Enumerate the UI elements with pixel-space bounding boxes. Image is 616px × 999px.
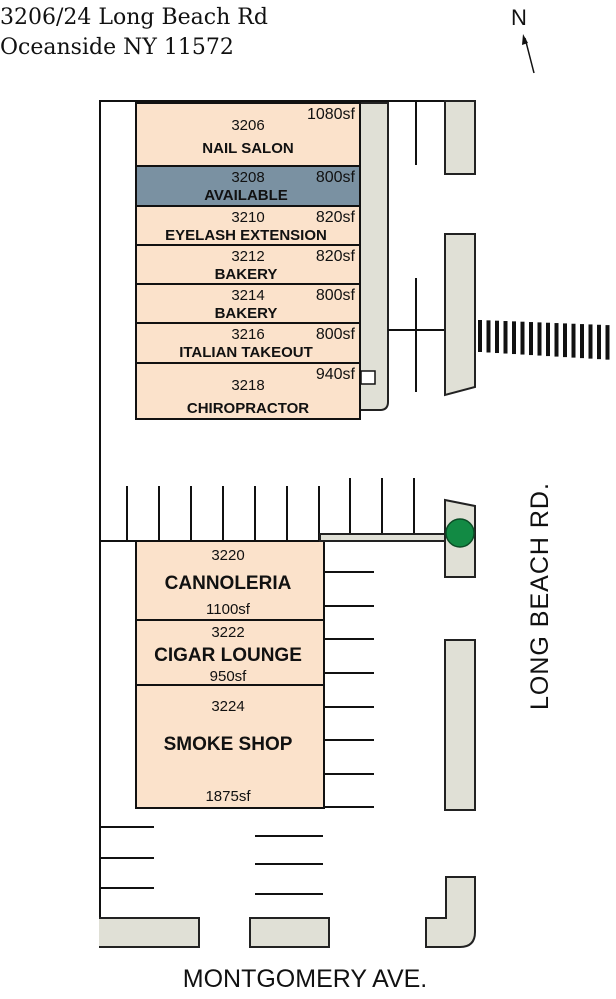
island-se bbox=[425, 876, 476, 948]
unit-number: 3222 bbox=[211, 624, 244, 641]
unit-tenant: NAIL SALON bbox=[202, 140, 293, 157]
unit-tenant: CIGAR LOUNGE bbox=[154, 645, 302, 666]
parking-lines-upper bbox=[388, 101, 445, 392]
unit-size: 820sf bbox=[316, 248, 356, 265]
unit-shape bbox=[135, 362, 361, 420]
unit-tenant: AVAILABLE bbox=[204, 187, 288, 204]
unit-number: 3210 bbox=[231, 209, 264, 226]
unit-size: 800sf bbox=[316, 169, 356, 186]
unit-number: 3212 bbox=[231, 248, 264, 265]
unit-shape bbox=[135, 205, 361, 246]
unit-number: 3206 bbox=[231, 117, 264, 134]
unit-size: 820sf bbox=[316, 209, 356, 226]
parking-lines-middle bbox=[99, 478, 415, 542]
unit-tenant: EYELASH EXTENSION bbox=[165, 227, 327, 244]
tree-icon bbox=[445, 518, 475, 548]
unit-tenant: SMOKE SHOP bbox=[164, 734, 293, 755]
unit-size: 940sf bbox=[316, 366, 356, 383]
parking-lines-south bbox=[324, 571, 374, 808]
island-south bbox=[249, 917, 330, 948]
unit-tenant: BAKERY bbox=[215, 305, 278, 322]
address-line-1: 3206/24 Long Beach Rd bbox=[0, 5, 268, 30]
island-sw bbox=[99, 917, 200, 948]
unit-tenant: BAKERY bbox=[215, 266, 278, 283]
street-label-montgomery-ave: MONTGOMERY AVE. bbox=[183, 965, 428, 993]
utility-box bbox=[360, 370, 376, 385]
unit-size: 1080sf bbox=[307, 106, 356, 123]
island-east-1 bbox=[444, 233, 476, 397]
unit-number: 3214 bbox=[231, 287, 264, 304]
curb-strip bbox=[319, 533, 446, 542]
railroad-tracks bbox=[478, 320, 610, 360]
unit-number: 3224 bbox=[211, 698, 244, 715]
address-line-2: Oceanside NY 11572 bbox=[0, 35, 234, 60]
north-arrow-icon: N bbox=[511, 5, 535, 74]
sidewalk bbox=[359, 102, 389, 411]
unit-shape bbox=[135, 102, 361, 167]
island-east-3 bbox=[444, 639, 476, 811]
unit-tenant: CHIROPRACTOR bbox=[187, 400, 309, 417]
unit-size: 1100sf bbox=[206, 601, 251, 618]
unit-number: 3218 bbox=[231, 377, 264, 394]
unit-size: 950sf bbox=[210, 668, 248, 685]
unit-number: 3208 bbox=[231, 169, 264, 186]
north-label: N bbox=[511, 5, 527, 30]
unit-size: 800sf bbox=[316, 326, 356, 343]
unit-tenant: CANNOLERIA bbox=[165, 573, 292, 594]
unit-shape bbox=[135, 684, 325, 809]
unit-size: 800sf bbox=[316, 287, 356, 304]
parking-lines-bottom bbox=[100, 826, 323, 895]
unit-number: 3216 bbox=[231, 326, 264, 343]
street-label-long-beach-rd: LONG BEACH RD. bbox=[526, 482, 554, 710]
unit-number: 3220 bbox=[211, 547, 244, 564]
unit-tenant: ITALIAN TAKEOUT bbox=[179, 344, 313, 361]
unit-shape bbox=[135, 283, 361, 324]
unit-shape bbox=[135, 619, 325, 686]
unit-size: 1875sf bbox=[205, 788, 251, 805]
island-ne bbox=[444, 100, 476, 175]
